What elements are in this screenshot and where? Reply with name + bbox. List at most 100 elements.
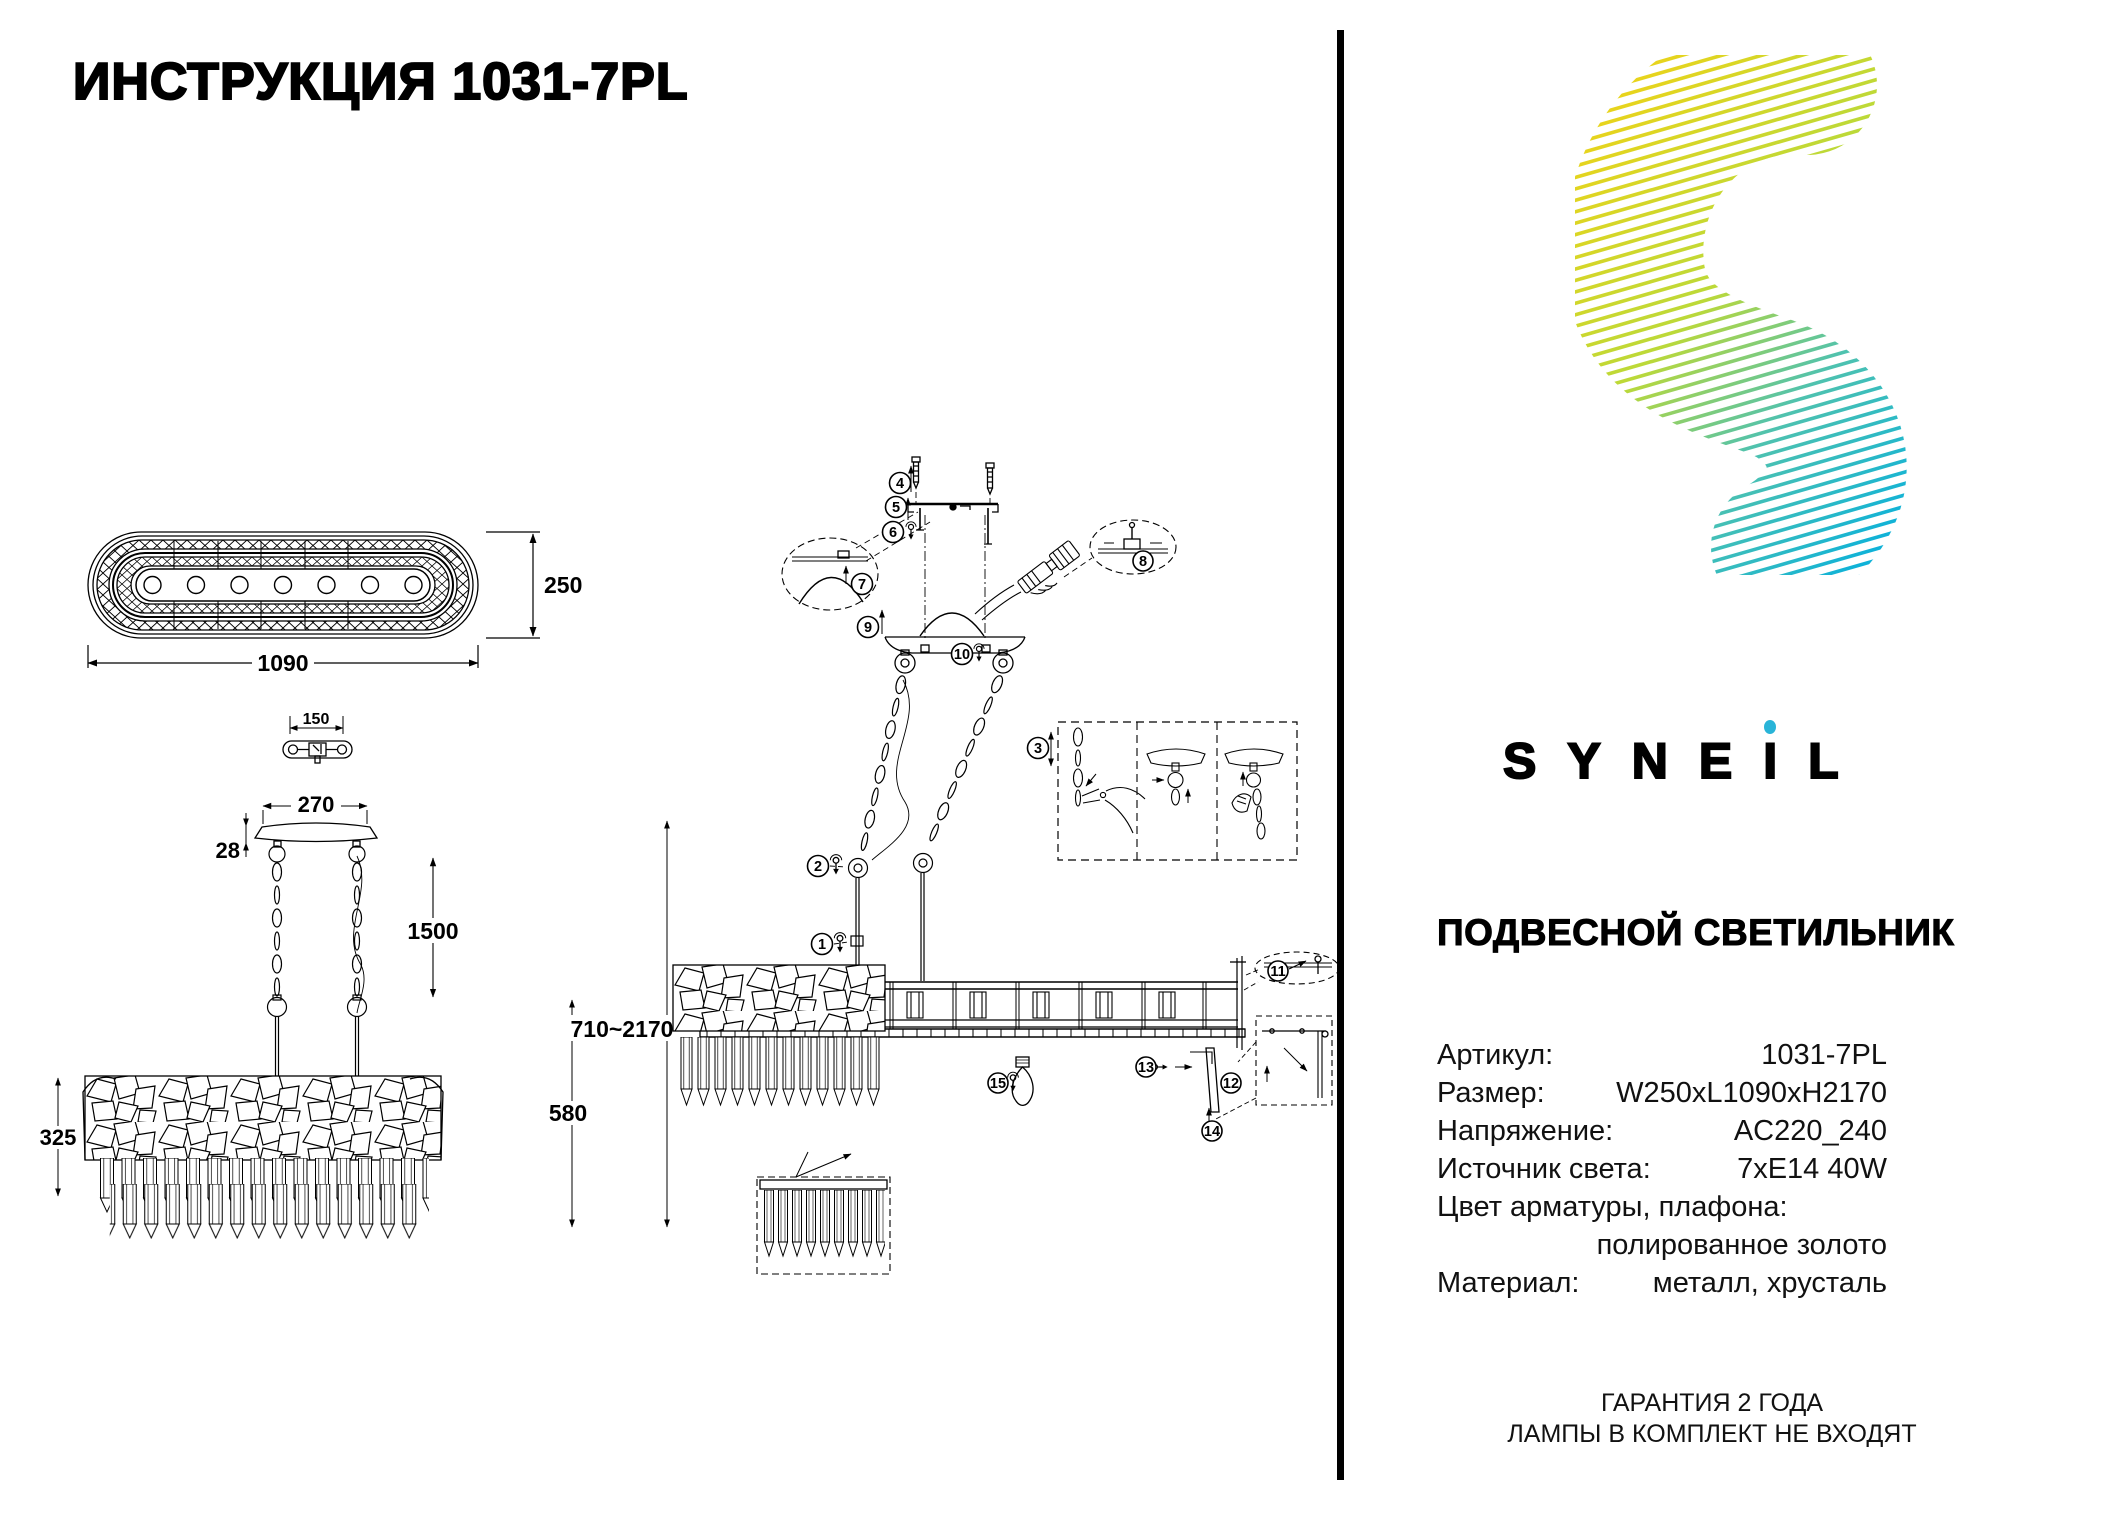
- svg-text:6: 6: [889, 525, 897, 541]
- assembly-frame: [672, 956, 1261, 1113]
- dim-label-overall: 710~2170: [571, 1016, 674, 1042]
- svg-text:11: 11: [1270, 964, 1285, 980]
- callout-11: 11: [1267, 960, 1289, 982]
- dim-label-1500: 1500: [407, 918, 458, 944]
- wordmark-letter: L: [1807, 733, 1840, 789]
- spec-label: Размер:: [1437, 1077, 1545, 1109]
- spec-row-material: Материал: металл, хрусталь: [1437, 1264, 1887, 1302]
- bulb: [1011, 1056, 1034, 1107]
- divider-line: [1337, 30, 1344, 1480]
- callout-8: 8: [1132, 550, 1154, 572]
- mounting-bar: [907, 502, 999, 545]
- callout-12: 12: [1220, 1072, 1242, 1094]
- dim-top-depth: [486, 531, 540, 639]
- spec-value: W250xL1090xH2170: [1616, 1077, 1887, 1109]
- detail-ellipse-screw: [1254, 951, 1340, 985]
- callout-14: 14: [1201, 1120, 1223, 1142]
- callout-15: 15: [987, 1072, 1009, 1094]
- svg-text:13: 13: [1138, 1060, 1154, 1076]
- assembly-diagram: [672, 456, 1340, 1275]
- pliers-panel: [1072, 727, 1146, 834]
- dim-label-580: 580: [549, 1100, 587, 1126]
- spec-row-voltage: Напряжение: AC220_240: [1437, 1112, 1887, 1150]
- spec-value: полированное золото: [1596, 1229, 1887, 1261]
- hand-with-connector: [1017, 540, 1080, 595]
- screw-icon: [905, 521, 917, 541]
- svg-text:4: 4: [896, 476, 904, 492]
- dim-label-270: 270: [298, 792, 335, 817]
- wordmark-letter-i: I: [1762, 720, 1778, 787]
- screw-icon: [829, 853, 843, 876]
- callout-9: 9: [856, 615, 880, 639]
- spec-value: AC220_240: [1733, 1115, 1887, 1147]
- wordmark-letter: N: [1631, 733, 1669, 789]
- top-view-drawing: 1090 250: [87, 531, 582, 676]
- spec-row-light-source: Источник света: 7xE14 40W: [1437, 1150, 1887, 1188]
- callout-10: 10: [950, 642, 974, 666]
- svg-text:7: 7: [858, 577, 866, 593]
- product-type-heading: ПОДВЕСНОЙ СВЕТИЛЬНИК: [1437, 912, 1955, 954]
- spec-label: Напряжение:: [1437, 1115, 1614, 1147]
- warranty-note: ГАРАНТИЯ 2 ГОДА: [1601, 1389, 1823, 1417]
- svg-text:8: 8: [1139, 554, 1147, 570]
- side-body: [82, 1075, 444, 1240]
- svg-text:14: 14: [1204, 1124, 1220, 1140]
- svg-text:1: 1: [818, 937, 826, 953]
- spec-label: Артикул:: [1437, 1039, 1554, 1071]
- spec-row-color: Цвет арматуры, плафона:: [1437, 1188, 1887, 1226]
- callout-1: 1: [810, 932, 834, 956]
- dim-label-28: 28: [216, 838, 240, 863]
- brand-logo: [1575, 55, 1915, 575]
- wordmark-letter: S: [1502, 733, 1537, 789]
- wordmark-letter: Y: [1566, 733, 1601, 789]
- crystal-strip-inset: [756, 1152, 891, 1275]
- corner-detail-box: [1213, 1015, 1333, 1121]
- svg-text:15: 15: [990, 1076, 1006, 1092]
- footer-notes: ГАРАНТИЯ 2 ГОДА ЛАМПЫ В КОМПЛЕКТ НЕ ВХОД…: [1437, 1388, 1987, 1450]
- wordmark-i-dot: [1764, 720, 1777, 734]
- assembly-canopy: [884, 584, 1026, 654]
- chain-adjust-box: [1048, 721, 1298, 861]
- side-chains: [266, 845, 368, 1078]
- wordmark-letter: E: [1698, 733, 1733, 789]
- spec-list: Артикул: 1031-7PL Размер: W250xL1090xH21…: [1437, 1036, 1887, 1302]
- logo-hatch-lines: [1575, 55, 1915, 575]
- svg-text:5: 5: [892, 500, 900, 516]
- lamps-note: ЛАМПЫ В КОМПЛЕКТ НЕ ВХОДЯТ: [1507, 1420, 1917, 1448]
- ceiling-anchors: [905, 456, 995, 520]
- side-view-drawing: 270 28: [35, 792, 678, 1240]
- callout-5: 5: [884, 495, 908, 519]
- bracket-detail-drawing: 150: [282, 711, 353, 764]
- dim-label-250: 250: [544, 572, 582, 598]
- assembly-chains: [847, 675, 1004, 981]
- detail-bubble-wiring: [1089, 519, 1177, 575]
- callout-3: 3: [1026, 736, 1050, 760]
- spec-label: Цвет арматуры, плафона:: [1437, 1191, 1788, 1223]
- callout-13: 13: [1135, 1056, 1157, 1078]
- dim-label-325: 325: [40, 1125, 77, 1150]
- lamp-cups: [906, 991, 1176, 1019]
- hand-panel: [1224, 748, 1284, 840]
- spec-value: 7xE14 40W: [1737, 1153, 1887, 1185]
- svg-text:2: 2: [814, 859, 822, 875]
- technical-drawings: 1090 250 150 270: [35, 456, 1340, 1275]
- lamp-positions: [143, 575, 423, 595]
- svg-text:3: 3: [1034, 741, 1042, 757]
- svg-text:12: 12: [1223, 1076, 1239, 1092]
- svg-text:10: 10: [954, 647, 970, 663]
- dim-label-150: 150: [303, 711, 330, 728]
- spec-label: Источник света:: [1437, 1153, 1651, 1185]
- spec-value: 1031-7PL: [1761, 1039, 1887, 1071]
- dim-label-1090: 1090: [257, 650, 308, 676]
- callout-6: 6: [881, 520, 905, 544]
- page-title: ИНСТРУКЦИЯ 1031-7PL: [72, 52, 689, 112]
- link-panel: [1146, 748, 1206, 806]
- callout-4: 4: [888, 471, 912, 495]
- detail-bubble-canopy: [781, 511, 931, 611]
- spec-row-articul: Артикул: 1031-7PL: [1437, 1036, 1887, 1074]
- callout-2: 2: [806, 854, 830, 878]
- brand-wordmark: S Y N E I L: [1502, 720, 1840, 789]
- svg-text:9: 9: [864, 620, 872, 636]
- spec-value: металл, хрусталь: [1652, 1267, 1887, 1299]
